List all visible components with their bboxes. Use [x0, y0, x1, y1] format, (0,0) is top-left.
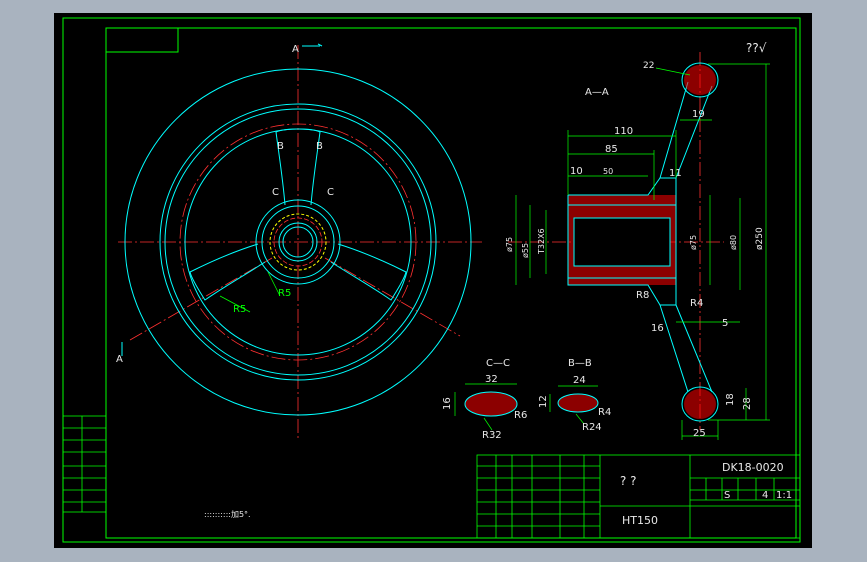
arrow-c-left: C	[272, 187, 279, 198]
dim-r4: R4	[690, 298, 703, 309]
front-view: A A B B C C R5 R5	[116, 43, 482, 440]
arrow-a-top: A	[292, 44, 299, 55]
section-arrows	[121, 43, 323, 356]
bb-dim-12: 12	[538, 395, 549, 408]
cc-dim-32: 32	[485, 374, 498, 385]
drawing-canvas	[54, 13, 812, 548]
dim-r5: R5	[278, 288, 291, 299]
dim-t32: T32X6	[537, 228, 546, 255]
arrow-b-left: B	[277, 141, 284, 152]
section-bb-title: B—B	[568, 358, 592, 369]
dim-d75-left: ø75	[505, 237, 514, 252]
dim-28: 28	[742, 397, 753, 410]
sheet-cell: 4	[762, 490, 768, 501]
rim-inner	[159, 103, 437, 381]
dim-19: 19	[692, 109, 705, 120]
corner-box	[105, 27, 179, 53]
scale-cell: 1:1	[776, 490, 792, 501]
dim-11: 11	[669, 168, 682, 179]
dim-50: 50	[603, 167, 613, 176]
rim-profile	[659, 62, 719, 422]
hub-outer	[255, 199, 341, 285]
dim-10: 10	[570, 166, 583, 177]
bb-dim-24: 24	[573, 375, 586, 386]
dim-110: 110	[614, 126, 633, 137]
dim-16: 16	[651, 323, 664, 334]
section-aa: A—A	[505, 52, 770, 440]
bb-dim-r4: R4	[598, 407, 611, 418]
revision-table	[62, 415, 107, 513]
arrow-a-bottom: A	[116, 354, 123, 365]
section-cc: C—C 32 16 R6 R32	[442, 358, 527, 441]
part-name: ? ?	[620, 474, 637, 488]
dim-85: 85	[605, 144, 618, 155]
title-block-grid	[476, 454, 801, 539]
hub-section	[567, 177, 677, 306]
dim-r8: R8	[636, 290, 649, 301]
drawing-number: DK18-0020	[722, 461, 784, 474]
dim-22: 22	[643, 61, 654, 71]
letter-cell: S	[724, 490, 730, 501]
bore	[278, 222, 318, 262]
cc-dim-r6: R6	[514, 410, 527, 421]
dim-r5b: R5	[233, 304, 246, 315]
arrow-b-right: B	[316, 141, 323, 152]
aa-dimensions	[515, 63, 770, 440]
sheet-frame	[62, 17, 801, 543]
section-cc-title: C—C	[486, 358, 510, 369]
dim-18: 18	[725, 393, 736, 406]
rim-outer	[124, 68, 472, 416]
dim-d250: ø250	[755, 227, 765, 250]
dim-d55: ø55	[521, 243, 530, 258]
dim-25: 25	[693, 428, 706, 439]
cc-dim-16: 16	[442, 397, 453, 410]
cc-dim-r32: R32	[482, 430, 502, 441]
dim-5: 5	[722, 318, 728, 329]
technical-note: ::::::::::加5°.	[204, 509, 251, 519]
arrow-c-right: C	[327, 187, 334, 198]
front-outlines	[124, 68, 472, 416]
material: HT150	[622, 514, 658, 527]
dim-d80: ø80	[729, 235, 738, 250]
section-aa-title: A—A	[585, 87, 609, 98]
section-bb: B—B 24 12 R4 R24	[538, 358, 611, 433]
hub-hidden	[269, 213, 327, 271]
bb-dim-r24: R24	[582, 422, 602, 433]
surface-finish-symbol: ??√	[746, 41, 767, 55]
dim-d75-right: ø75	[689, 235, 698, 250]
